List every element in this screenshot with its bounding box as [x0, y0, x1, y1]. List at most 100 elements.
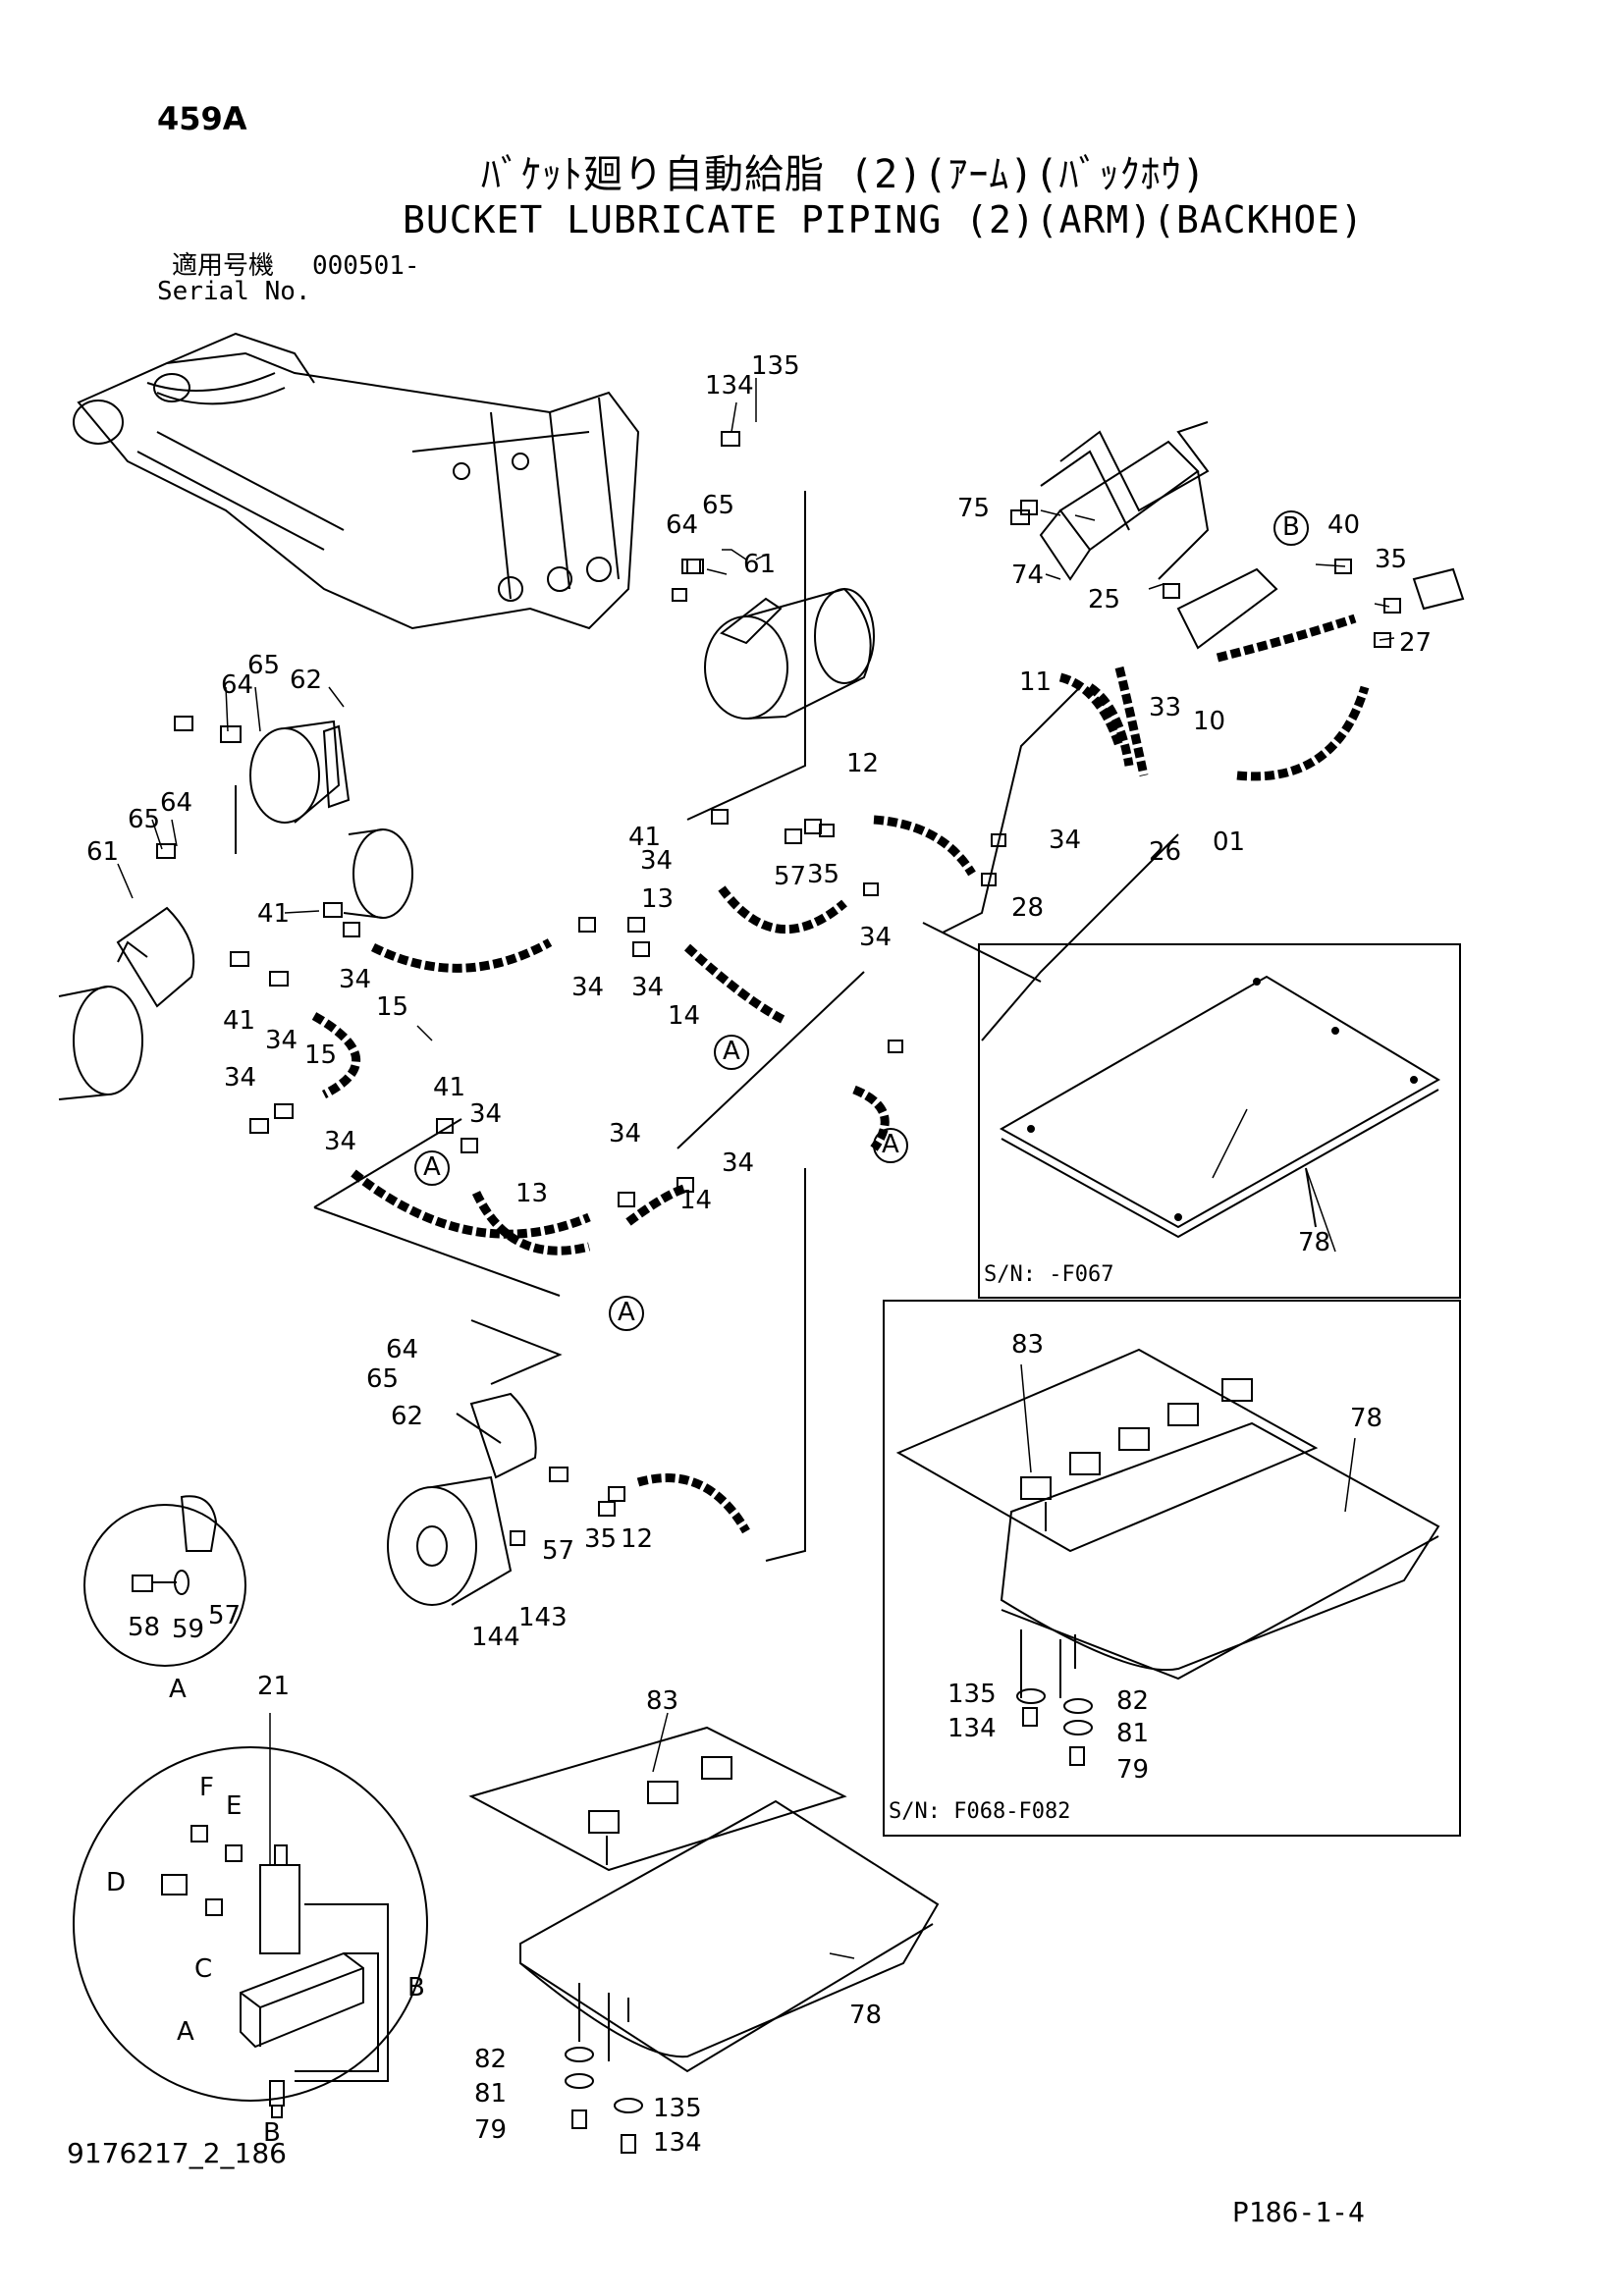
part-label-11: 11 [1019, 667, 1053, 697]
part-label-79-b: 82 [474, 2045, 508, 2074]
part-label-57: 57 [208, 1601, 242, 1630]
part-label-78-b: 81 [474, 2079, 508, 2109]
part-label-76-a: 78 [1298, 1228, 1331, 1257]
part-label-33-k: 34 [609, 1119, 642, 1148]
part-label-34-b: 35 [584, 1524, 618, 1554]
serial-value: 000501- [312, 251, 420, 281]
box-1 [978, 943, 1461, 1299]
part-label-34-top: 35 [1375, 545, 1408, 574]
part-label-33-j: 34 [469, 1099, 503, 1129]
part-label-25: 26 [1149, 837, 1182, 867]
serial-label-en: Serial No. [157, 277, 311, 306]
part-label-143: 143 [518, 1603, 568, 1632]
part-label-77-a: 79 [1116, 1755, 1150, 1785]
part-label-78-a: 81 [1116, 1719, 1150, 1748]
part-label-81-a: 83 [1011, 1330, 1045, 1360]
part-label-33-a: 34 [1049, 826, 1082, 855]
part-label-23: 25 [1088, 585, 1121, 614]
part-label-15-a: 15 [376, 992, 409, 1022]
part-label-26: 27 [1399, 628, 1433, 658]
part-label-74: 74 [1011, 561, 1045, 590]
title-japanese: ﾊﾞｹｯﾄ廻り自動給脂 (2)(ｱｰﾑ)(ﾊﾞｯｸﾎｳ) [481, 152, 1207, 197]
part-label-33-b: 34 [640, 846, 674, 876]
part-label-65-d: 65 [366, 1364, 400, 1394]
callout-circles [414, 510, 1309, 1331]
part-label-33-d: 34 [339, 965, 372, 994]
box1-serial-label: S/N: -F067 [984, 1262, 1114, 1287]
serial-label-jp: 適用号機 [172, 251, 275, 281]
part-label-64-b: 64 [221, 670, 254, 700]
detail-b-b-right: B [407, 1973, 425, 2002]
callout-a-3: A [423, 1152, 441, 1182]
part-label-61-a: 61 [743, 550, 777, 579]
part-label-33-c: 34 [859, 923, 893, 952]
detail-b-e: E [226, 1791, 243, 1821]
manifold-top [1039, 440, 1465, 650]
part-label-81-b: 83 [646, 1686, 679, 1716]
part-label-134: 134 [705, 371, 754, 400]
part-label-62-b: 62 [391, 1402, 424, 1431]
part-label-65-a: 65 [702, 491, 735, 520]
part-label-34-a: 35 [807, 860, 840, 889]
arm-drawing [73, 332, 640, 630]
part-label-13-a: 13 [641, 884, 675, 914]
part-label-144: 144 [471, 1623, 520, 1652]
part-label-76-b: 78 [1350, 1404, 1383, 1433]
callout-b-top: B [1282, 512, 1300, 542]
detail-b-c: C [194, 1954, 213, 1984]
part-label-33-h: 34 [224, 1063, 257, 1093]
fittings [156, 431, 1401, 1546]
part-label-27: 28 [1011, 893, 1045, 923]
page-ref: P186-1-4 [1232, 2196, 1365, 2228]
part-label-12-top: 12 [846, 749, 880, 778]
part-label-33-i: 34 [324, 1127, 357, 1156]
part-label-40-d: 41 [433, 1073, 466, 1102]
part-label-33-g: 34 [265, 1026, 298, 1055]
part-label-77-b: 79 [474, 2115, 508, 2145]
detail-a-label: A [169, 1675, 187, 1704]
part-label-41-a: 57 [774, 862, 807, 891]
part-label-65-b: 65 [247, 651, 281, 680]
part-label-76-c: 78 [849, 2001, 883, 2030]
detail-b-f: F [199, 1773, 214, 1802]
part-label-58: 58 [128, 1613, 161, 1642]
part-label-40-c: 41 [223, 1006, 256, 1036]
detail-b-b-bottom: B [263, 2118, 281, 2148]
detail-b-d: D [106, 1868, 127, 1897]
part-label-01: 01 [1213, 828, 1246, 857]
part-label-41-b: 57 [542, 1536, 575, 1566]
title-english: BUCKET LUBRICATE PIPING (2)(ARM)(BACKHOE… [403, 198, 1364, 241]
part-label-12-b: 12 [621, 1524, 654, 1554]
part-label-62-a: 62 [290, 666, 323, 695]
part-label-14-a: 14 [668, 1001, 701, 1031]
guard-74 [1040, 421, 1210, 531]
drum-bottom [387, 1392, 537, 1606]
part-label-33-l: 34 [722, 1148, 755, 1178]
callout-a-4: A [618, 1298, 635, 1327]
detail-circle-b [73, 1746, 428, 2118]
drawing-id: 9176217_2_186 [67, 2137, 287, 2169]
part-label-83-a: 135 [947, 1680, 997, 1709]
part-label-64-d: 64 [386, 1335, 419, 1364]
part-label-65-c: 65 [128, 805, 161, 834]
part-label-59: 59 [172, 1615, 205, 1644]
part-label-14-b: 14 [679, 1186, 713, 1215]
part-label-15-b: 15 [304, 1041, 338, 1070]
part-label-28: 33 [1149, 693, 1182, 722]
part-label-21: 21 [257, 1672, 291, 1701]
detail-circle-a [83, 1495, 246, 1667]
part-label-83-b: 135 [653, 2094, 702, 2123]
box2-serial-label: S/N: F068-F082 [889, 1799, 1071, 1824]
part-label-64-a: 64 [666, 510, 699, 540]
hoses [311, 614, 1370, 1534]
part-label-79-a: 82 [1116, 1686, 1150, 1716]
drum-top [704, 587, 875, 720]
page-number: 459A [157, 100, 247, 137]
detail-b-a: A [177, 2017, 194, 2047]
lower-plate [468, 1726, 940, 2154]
part-label-64-c: 64 [160, 788, 193, 818]
drum-mid [58, 906, 195, 1100]
part-label-75: 75 [957, 494, 991, 523]
box-2 [883, 1300, 1461, 1837]
